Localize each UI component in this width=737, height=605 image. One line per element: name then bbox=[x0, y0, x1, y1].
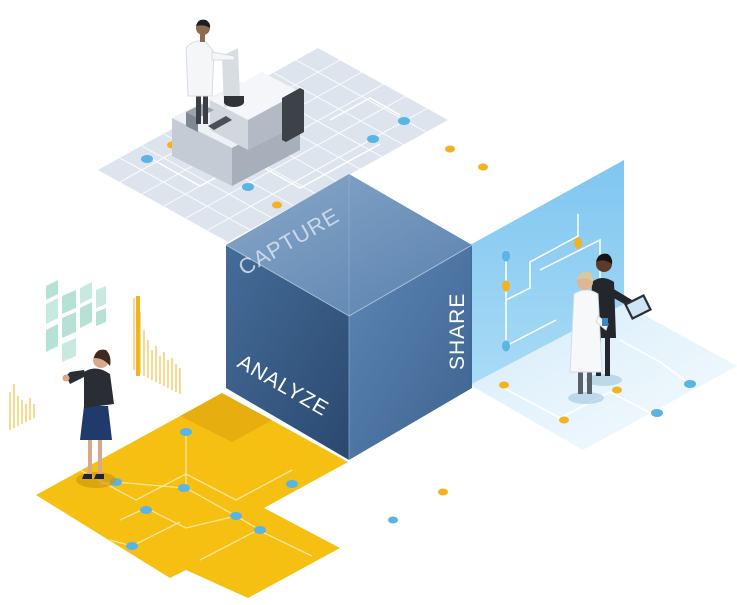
analyst-woman-person-icon bbox=[62, 349, 116, 488]
analyze-nodes bbox=[110, 428, 448, 550]
share-label: SHARE bbox=[446, 293, 469, 370]
analyze-floor bbox=[36, 393, 348, 598]
central-cube bbox=[225, 174, 473, 460]
share-nodes bbox=[499, 237, 696, 424]
scientist-at-instrument-person-icon bbox=[185, 19, 235, 124]
lab-instrument-icon bbox=[172, 48, 304, 186]
capture-nodes bbox=[141, 117, 488, 209]
data-tiles-panel-icon bbox=[46, 280, 106, 362]
scientist-with-cup-person-icon bbox=[568, 271, 609, 404]
spectrum-chart-icon bbox=[9, 296, 181, 430]
